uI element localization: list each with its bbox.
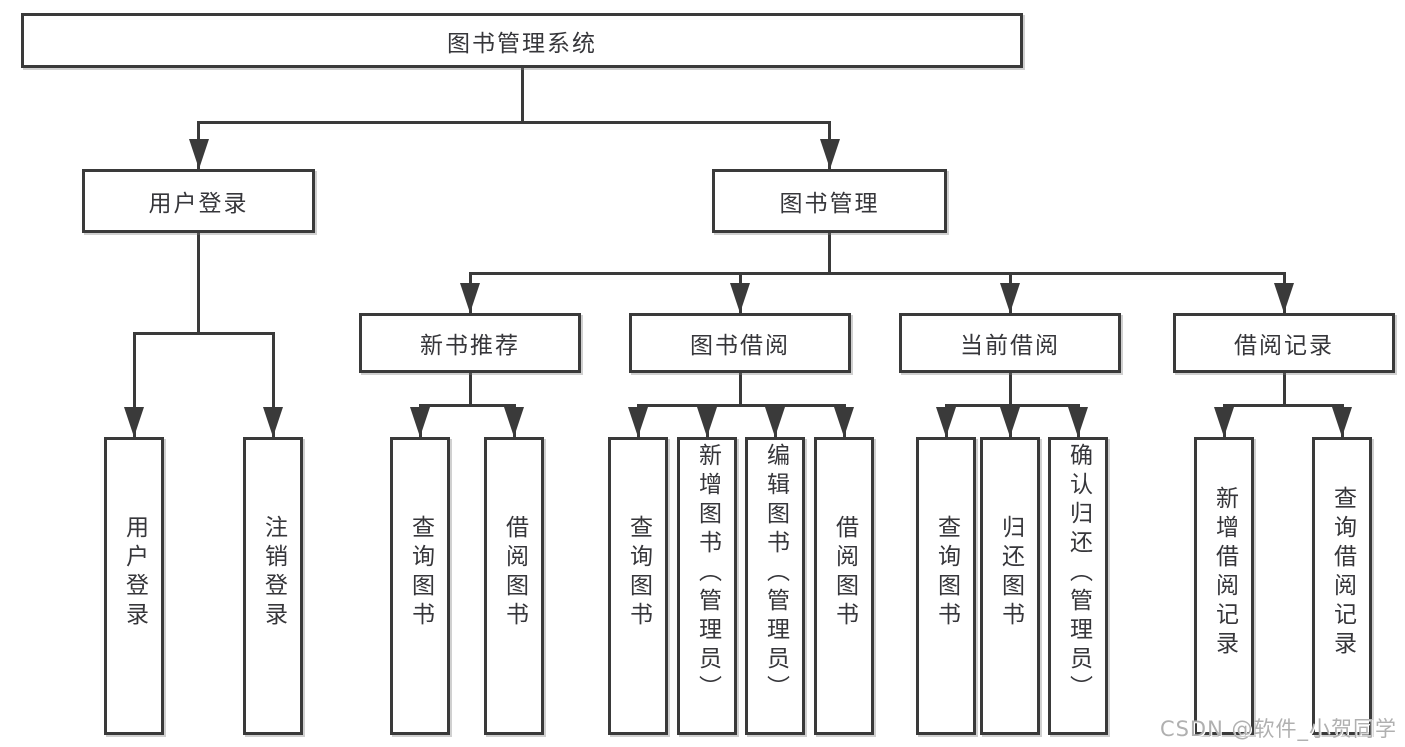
node-label-login-logout: 注销登录: [260, 515, 287, 631]
connector-rail-login: [132, 331, 275, 335]
node-bor-add: 新增图书（管理员）: [677, 437, 737, 735]
node-rec-borrow: 借阅图书: [484, 437, 544, 735]
connector-stub-current: [1008, 373, 1012, 405]
connector-stub-borrowing: [738, 373, 742, 405]
connector-drop-login-user: [132, 331, 136, 437]
node-cur-query: 查询图书: [916, 437, 976, 735]
arrow-down-icon: [628, 407, 648, 437]
node-label-cur-confirm: 确认归还（管理员）: [1065, 442, 1092, 704]
arrow-down-icon: [410, 407, 430, 437]
node-borrowing: 图书借阅: [629, 313, 851, 373]
node-label-bor-query: 查询图书: [625, 515, 652, 631]
node-label-borrowing: 图书借阅: [690, 333, 790, 359]
connector-rail-records: [1222, 403, 1344, 407]
node-label-recommend: 新书推荐: [420, 333, 520, 359]
node-label-mgmt: 图书管理: [779, 191, 880, 217]
csdn-watermark: CSDN @软件_小贺同学: [1159, 717, 1397, 741]
node-login-user: 用户登录: [104, 437, 164, 735]
node-label-root: 图书管理系统: [447, 30, 597, 57]
node-cur-return: 归还图书: [980, 437, 1040, 735]
connector-stub-login: [197, 233, 200, 333]
node-current: 当前借阅: [899, 313, 1121, 373]
node-bor-query: 查询图书: [608, 437, 668, 735]
arrow-down-icon: [819, 139, 840, 169]
connector-stub-recommend: [468, 373, 472, 405]
node-records: 借阅记录: [1173, 313, 1395, 373]
arrow-down-icon: [124, 407, 144, 437]
node-label-login: 用户登录: [148, 191, 249, 217]
node-label-bor-borrow: 借阅图书: [831, 515, 858, 631]
arrow-down-icon: [834, 407, 854, 437]
node-rd-query: 查询借阅记录: [1312, 437, 1372, 735]
arrow-down-icon: [697, 407, 717, 437]
connector-rail-root: [197, 120, 831, 124]
arrow-down-icon: [1000, 407, 1020, 437]
arrow-down-icon: [936, 407, 956, 437]
arrow-down-icon: [1332, 407, 1352, 437]
node-label-cur-return: 归还图书: [997, 515, 1024, 631]
connector-rail-current: [944, 403, 1080, 407]
node-label-bor-add: 新增图书（管理员）: [694, 442, 721, 704]
node-bor-borrow: 借阅图书: [814, 437, 874, 735]
arrow-down-icon: [1214, 407, 1234, 437]
node-label-records: 借阅记录: [1234, 333, 1334, 359]
arrow-down-icon: [188, 139, 209, 169]
node-login: 用户登录: [82, 169, 315, 233]
connector-rail-recommend: [418, 403, 516, 407]
connector-stub-records: [1282, 373, 1286, 405]
node-rd-add: 新增借阅记录: [1194, 437, 1254, 735]
connector-rail-mgmt: [468, 271, 1286, 275]
node-label-rd-add: 新增借阅记录: [1211, 486, 1238, 660]
arrow-down-icon: [765, 407, 785, 437]
arrow-down-icon: [460, 283, 480, 313]
connector-drop-login-logout: [271, 331, 275, 437]
node-label-rd-query: 查询借阅记录: [1329, 486, 1356, 660]
node-bor-edit: 编辑图书（管理员）: [745, 437, 805, 735]
connector-stub-mgmt: [828, 233, 831, 273]
node-recommend: 新书推荐: [359, 313, 581, 373]
node-label-login-user: 用户登录: [121, 515, 148, 631]
node-label-current: 当前借阅: [960, 333, 1060, 359]
arrow-down-icon: [1068, 407, 1088, 437]
arrow-down-icon: [730, 283, 750, 313]
node-label-rec-borrow: 借阅图书: [501, 515, 528, 631]
node-label-cur-query: 查询图书: [933, 515, 960, 631]
node-root: 图书管理系统: [21, 13, 1023, 68]
node-mgmt: 图书管理: [712, 169, 947, 233]
node-cur-confirm: 确认归还（管理员）: [1048, 437, 1108, 735]
connector-stub-root: [520, 68, 524, 122]
node-label-bor-edit: 编辑图书（管理员）: [762, 442, 789, 704]
connector-rail-borrowing: [636, 403, 846, 407]
arrow-down-icon: [1000, 283, 1020, 313]
node-label-rec-query: 查询图书: [407, 515, 434, 631]
node-rec-query: 查询图书: [390, 437, 450, 735]
node-login-logout: 注销登录: [243, 437, 303, 735]
arrow-down-icon: [263, 407, 283, 437]
arrow-down-icon: [504, 407, 524, 437]
arrow-down-icon: [1274, 283, 1294, 313]
